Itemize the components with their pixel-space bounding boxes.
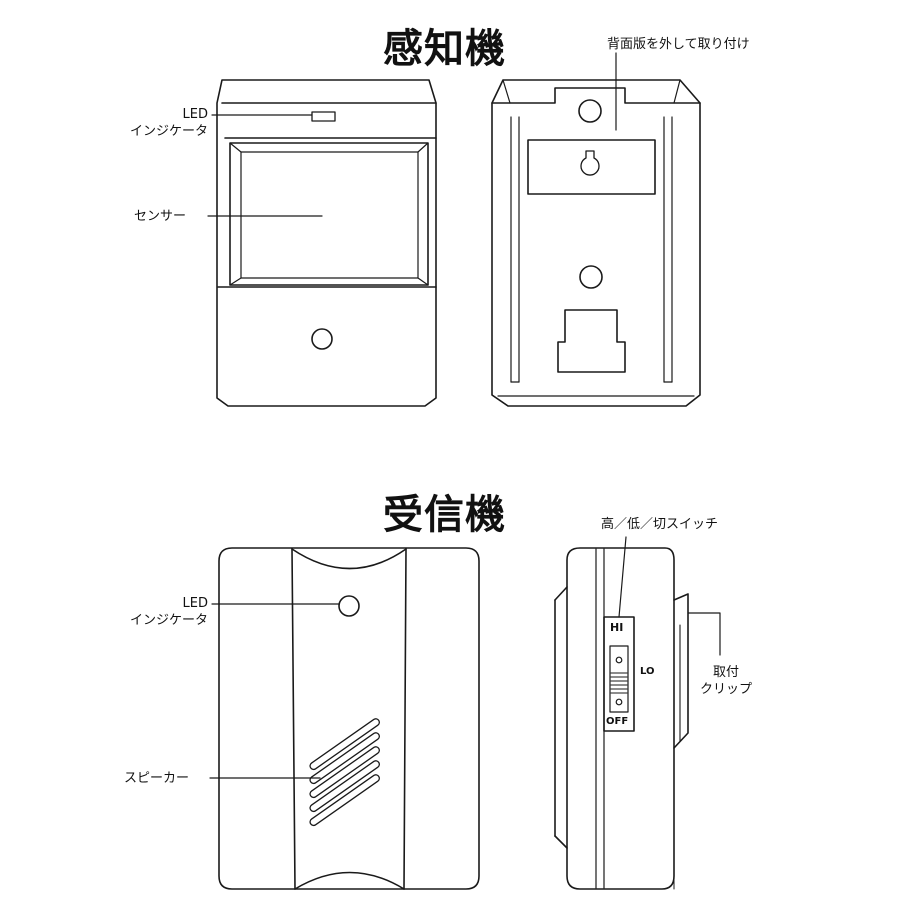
- receiver-led-label-line1: LED: [182, 596, 208, 611]
- sensor-back-view: [492, 80, 700, 406]
- mounting-clip: [674, 594, 688, 748]
- sensor-led-label-line1: LED: [182, 107, 208, 122]
- receiver-led-label-line2: インジケータ: [129, 613, 208, 628]
- sensor-window: [230, 143, 428, 285]
- back-top-hole: [579, 100, 601, 122]
- clip-label-line2: クリップ: [699, 682, 752, 697]
- sensor-title: 感知機: [383, 26, 506, 72]
- sensor-label: センサー: [134, 209, 187, 224]
- sensor-led-label-line2: インジケータ: [129, 124, 208, 139]
- receiver-led-indicator: [339, 596, 359, 616]
- speaker-label: スピーカー: [124, 771, 190, 786]
- back-plate: [528, 140, 655, 194]
- sensor-front-screw-hole: [312, 329, 332, 349]
- receiver-title: 受信機: [383, 492, 506, 538]
- back-bottom-tab: [558, 310, 625, 372]
- keyhole-slot: [581, 151, 599, 175]
- back-middle-hole: [580, 266, 602, 288]
- speaker-grille: [309, 717, 381, 826]
- receiver-led-label: LED インジケータ: [108, 595, 208, 629]
- callout-lines: [208, 53, 720, 778]
- receiver-front-view: [219, 548, 479, 889]
- sensor-led-indicator: [312, 112, 335, 121]
- sensor-led-label: LED インジケータ: [108, 106, 208, 140]
- sensor-front-view: [217, 80, 436, 406]
- switch-lo-label: LO: [640, 666, 655, 677]
- back-plate-label: 背面版を外して取り付け: [607, 37, 750, 52]
- clip-label: 取付 クリップ: [696, 664, 756, 698]
- switch-hi-label: HI: [610, 621, 624, 634]
- clip-label-line1: 取付: [712, 665, 739, 680]
- switch-off-label: OFF: [606, 716, 629, 727]
- switch-label: 高／低／切スイッチ: [601, 517, 719, 532]
